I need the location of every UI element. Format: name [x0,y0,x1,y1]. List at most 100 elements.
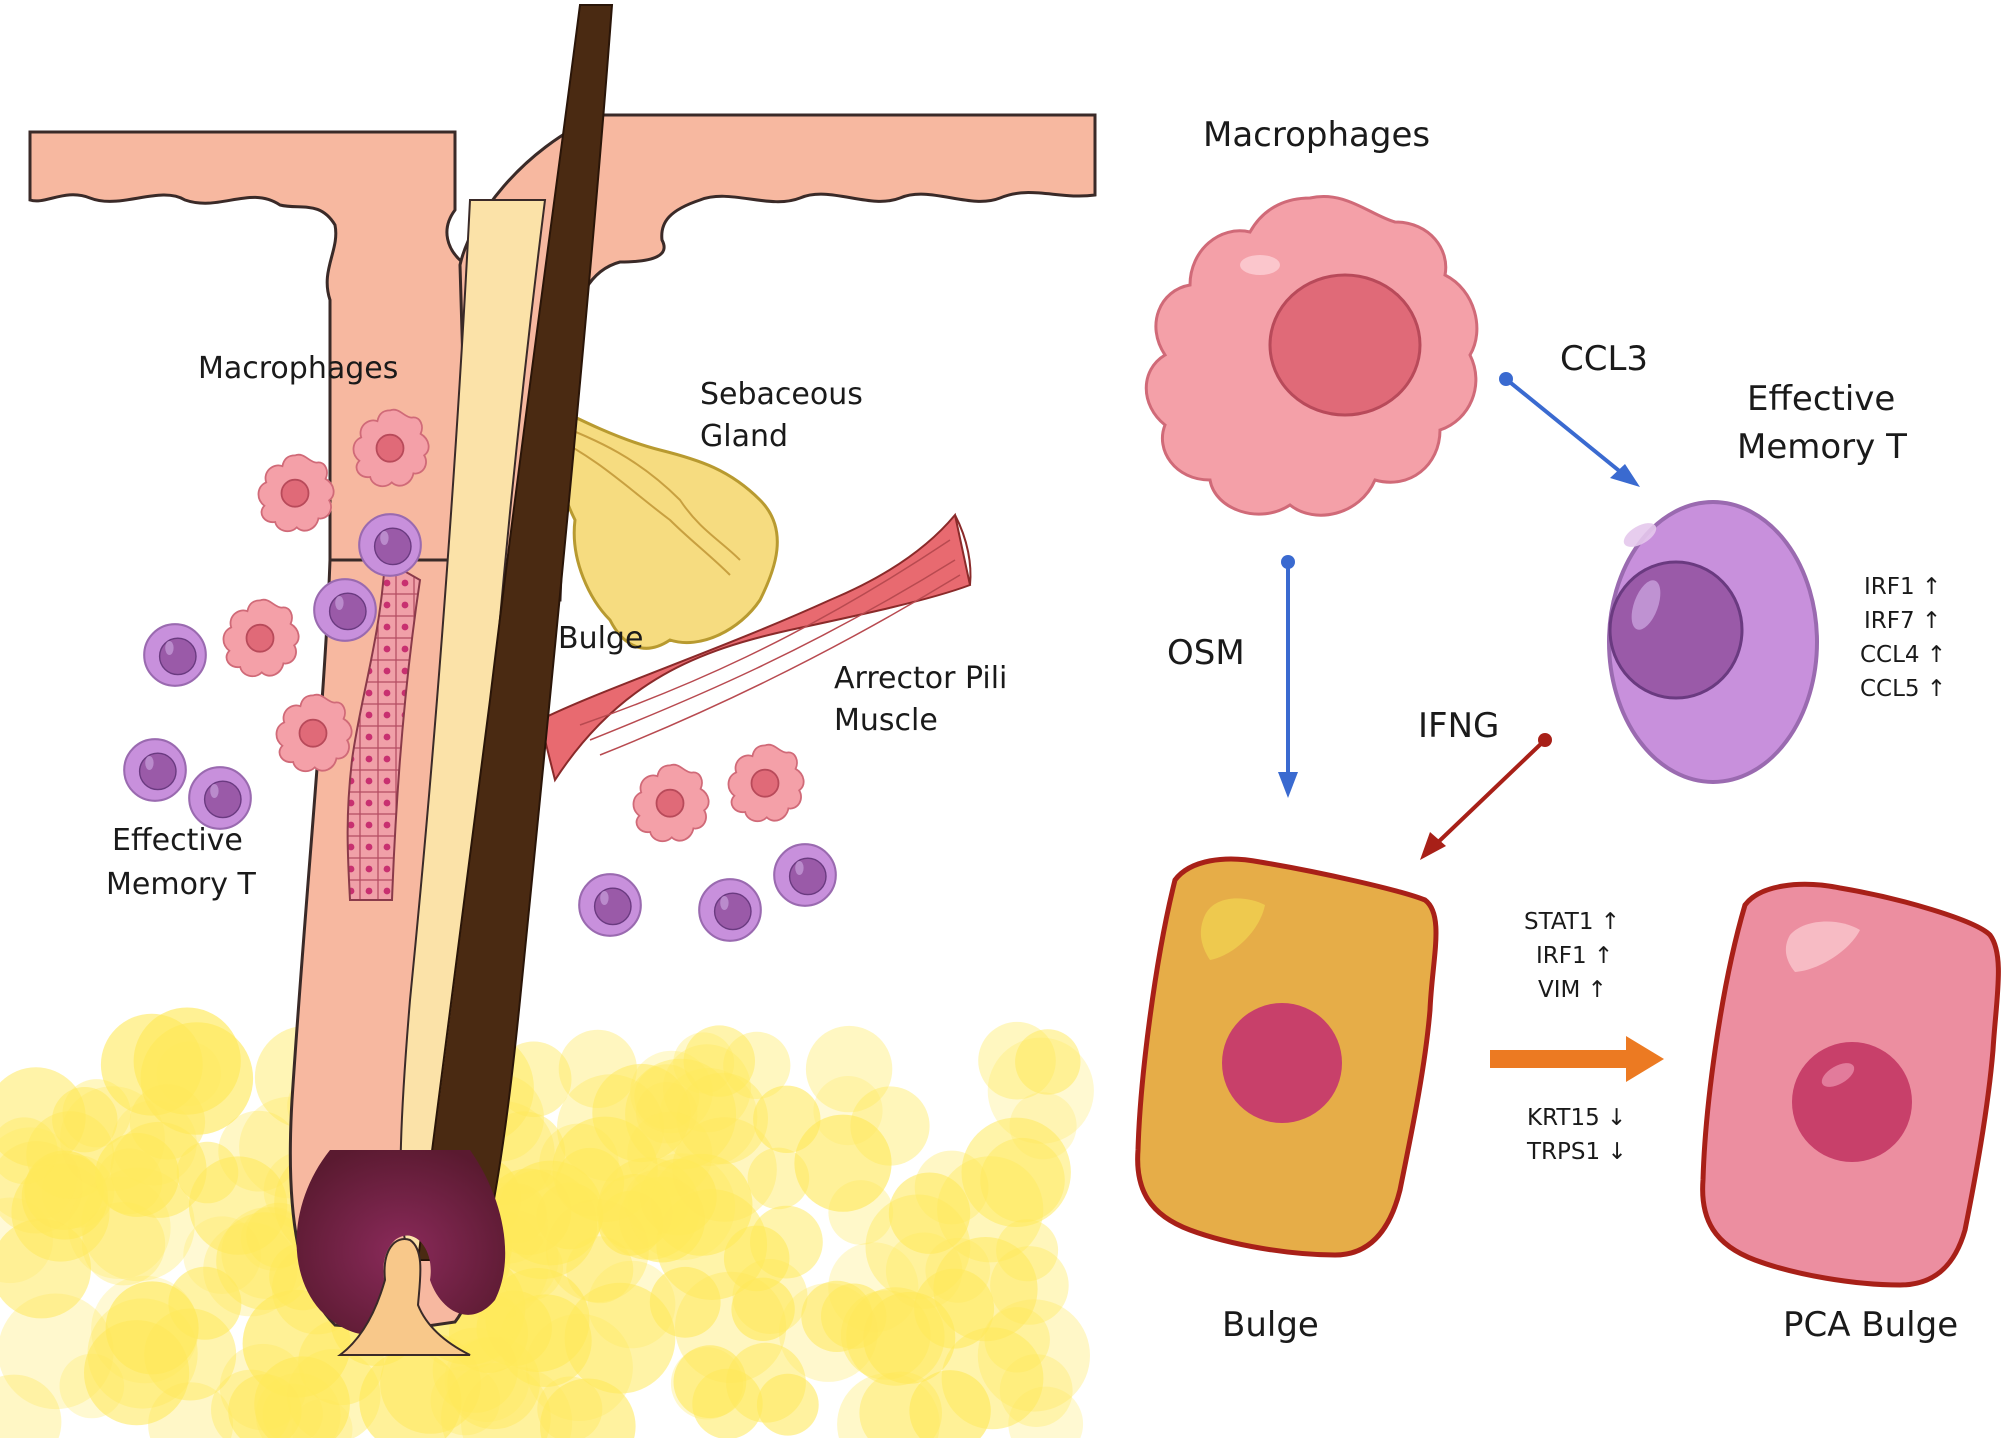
fat-cell [987,1037,1094,1144]
arrow-ccl3 [1499,372,1640,487]
gene-ccl5-up: CCL5 ↑ [1860,676,1946,702]
fat-cell [672,1117,777,1222]
fat-cell [837,1373,940,1438]
arrector-pili-tendon [954,514,972,586]
fat-cell [26,1111,115,1199]
fat-cell [188,1156,288,1255]
fat-cell [24,1150,104,1230]
memory-t-cell [578,873,642,937]
memory-t-cell [188,766,252,830]
fat-cell [865,1194,971,1300]
left-panel: Macrophages Sebaceous Gland Bulge Arrect… [0,4,1097,1438]
title-memory-t-line2: Memory T [1737,427,1907,467]
gene-ccl4-up: CCL4 ↑ [1860,642,1946,668]
fat-cell [537,1376,603,1438]
memory-t-cell-large [1607,500,1819,784]
fat-cell [1008,1386,1084,1438]
fat-cell [0,1127,78,1222]
fat-cell [476,1290,552,1367]
fat-cell [961,1117,1071,1228]
fat-cell [0,1141,83,1234]
fat-cell [805,1025,893,1113]
fat-cell [731,1277,795,1342]
fat-cell [240,1206,305,1271]
fat-cell [914,1268,995,1349]
label-arrector-line1: Arrector Pili [834,661,1007,696]
fat-cell [778,1283,878,1382]
arrector-pili-muscle [538,512,972,783]
label-osm: OSM [1167,633,1245,673]
fat-cell [216,1212,314,1310]
fat-cell [564,1282,676,1394]
fat-cell [859,1371,942,1438]
label-ccl3: CCL3 [1560,339,1648,379]
fat-cell [84,1320,190,1426]
gene-stat1-up: STAT1 ↑ [1524,909,1620,935]
fat-cell [937,1156,1044,1263]
fat-cell [0,1117,58,1185]
label-sebaceous-line2: Gland [700,419,788,454]
fat-cell [110,1121,207,1218]
fat-cell [380,1333,481,1434]
fat-cell [430,1365,500,1436]
skin-epidermis-right [458,113,1097,602]
gene-irf1-up-bulge: IRF1 ↑ [1536,943,1613,969]
label-bulge-left: Bulge [558,621,643,656]
fat-cell [990,1246,1069,1325]
fat-cell [52,1087,118,1153]
fat-cell [888,1172,971,1254]
label-arrector-line2: Muscle [834,703,938,738]
label-sebaceous-line1: Sebaceous [700,377,863,412]
memory-t-cell [358,513,422,577]
fat-cell [683,1025,755,1097]
hair-bulb [296,1150,506,1335]
fat-cell [1015,1029,1081,1095]
gene-irf7-up: IRF7 ↑ [1864,608,1941,634]
fat-cell [203,1222,298,1317]
gene-krt15-down: KRT15 ↓ [1527,1105,1626,1131]
fat-cell [557,1074,664,1182]
title-macrophages: Macrophages [1203,115,1430,155]
fat-cell [909,1370,991,1438]
bulge-up-gene-list: STAT1 ↑ IRF1 ↑ VIM ↑ [1524,909,1620,1003]
bulge-cell-layer-left [346,558,422,901]
arrow-transition [1490,1036,1664,1082]
memory-t-cell [143,623,207,687]
memory-t-gene-list: IRF1 ↑ IRF7 ↑ CCL4 ↑ CCL5 ↑ [1860,574,1946,702]
fat-cell [676,1072,768,1165]
fat-cell [461,1366,573,1438]
dermal-papilla [337,1238,471,1356]
fat-cell [255,1373,341,1438]
macrophage-cell-large [1144,195,1479,517]
bulge-down-gene-list: KRT15 ↓ TRPS1 ↓ [1526,1105,1627,1165]
sebaceous-gland [537,397,779,650]
label-memory-t-left-line1: Effective [112,823,243,858]
memory-t-cell [773,843,837,907]
fat-cell [675,1271,787,1383]
fat-cell [81,1202,166,1286]
fat-cell [1009,1092,1077,1160]
fat-cell [821,1283,887,1349]
fat-cell [636,1082,698,1144]
bulge-cell [1135,856,1439,1258]
fat-cell [756,1373,819,1436]
pca-bulge-cell [1700,881,2001,1288]
gene-trps1-down: TRPS1 ↓ [1526,1139,1627,1165]
arrow-osm [1278,555,1298,798]
memory-t-cell [313,578,377,642]
fat-cell [885,1232,963,1309]
right-panel: Macrophages CCL3 Effective Memory T IRF1… [1135,115,2001,1345]
fat-cell [100,1013,203,1116]
fat-cell [218,1110,300,1192]
fat-tissue-cells [0,1007,1094,1438]
fat-cell [627,1111,713,1197]
fat-cell [0,1218,91,1319]
memory-t-cell [698,878,762,942]
sebaceous-duct-lines [544,419,741,576]
macrophage-cell [222,598,300,678]
label-ifng: IFNG [1418,706,1499,746]
fat-cell [692,1368,763,1438]
fat-cell [747,1147,810,1210]
fat-cell [484,1168,572,1255]
